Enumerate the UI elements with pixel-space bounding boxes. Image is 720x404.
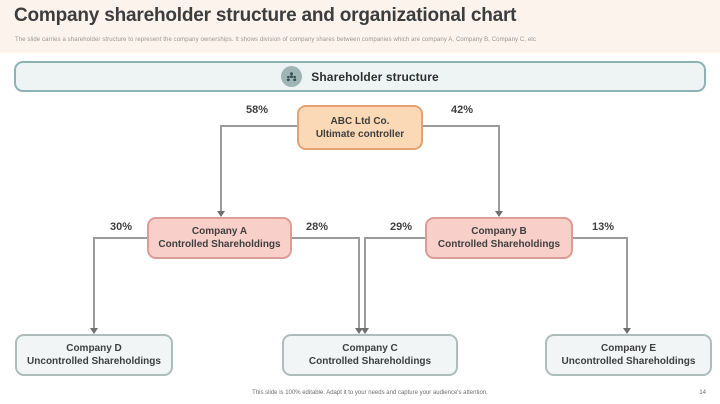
connector-line [358, 237, 360, 328]
share-label: 13% [591, 221, 615, 233]
page-subtitle: The slide carries a shareholder structur… [15, 37, 537, 43]
node-title: ABC Ltd Co. [330, 115, 390, 127]
node-subtitle: Controlled Shareholdings [158, 239, 281, 250]
arrowhead-icon [495, 211, 503, 217]
arrowhead-icon [623, 328, 631, 334]
node-subtitle: Uncontrolled Shareholdings [561, 356, 696, 367]
node-subtitle: Controlled Shareholdings [308, 356, 432, 367]
connector-line [93, 237, 147, 239]
page-title: Company shareholder structure and organi… [14, 5, 517, 26]
node-title: Company A [191, 226, 248, 237]
node-company-c: Company C Controlled Shareholdings [282, 334, 458, 376]
connector-line [364, 237, 425, 239]
share-label: 58% [245, 104, 269, 116]
connector-line [423, 125, 500, 127]
banner-label: Shareholder structure [311, 69, 439, 84]
arrowhead-icon [217, 211, 225, 217]
connector-line [93, 237, 95, 328]
node-title: Company B [471, 226, 527, 237]
connector-line [573, 237, 628, 239]
arrowhead-icon [361, 328, 369, 334]
node-title: Company D [66, 343, 122, 354]
people-group-icon [281, 66, 303, 87]
node-abc-ltd: ABC Ltd Co. Ultimate controller [297, 105, 423, 150]
node-company-d: Company D Uncontrolled Shareholdings [15, 334, 173, 376]
node-title: Company E [600, 343, 656, 354]
connector-line [626, 237, 628, 328]
node-subtitle: Uncontrolled Shareholdings [27, 356, 161, 367]
connector-line [220, 125, 222, 211]
connector-line [498, 125, 500, 211]
node-subtitle: Ultimate controller [315, 128, 405, 140]
arrowhead-icon [355, 328, 363, 334]
share-label: 42% [450, 104, 474, 116]
connector-line [292, 237, 360, 239]
node-company-b: Company B Controlled Shareholdings [425, 217, 573, 259]
connector-line [220, 125, 297, 127]
shareholder-structure-banner: Shareholder structure [14, 61, 706, 92]
header-band [0, 0, 720, 53]
connector-line [364, 237, 366, 328]
share-label: 30% [109, 221, 133, 233]
node-title: Company C [342, 343, 398, 354]
page-number: 14 [699, 390, 706, 396]
share-label: 28% [305, 221, 329, 233]
node-company-a: Company A Controlled Shareholdings [147, 217, 292, 259]
node-company-e: Company E Uncontrolled Shareholdings [545, 334, 712, 376]
node-subtitle: Controlled Shareholdings [437, 239, 561, 250]
footer-note: This slide is 100% editable. Adapt it to… [252, 390, 488, 396]
share-label: 29% [389, 221, 413, 233]
arrowhead-icon [90, 328, 98, 334]
